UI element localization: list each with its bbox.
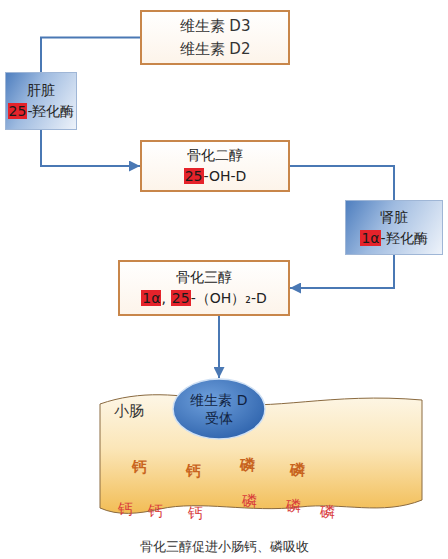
node-text: -OH-D	[204, 168, 247, 184]
node-text: 肾脏	[380, 209, 408, 225]
text-line: 25-OH-D	[184, 166, 247, 187]
text-line: 骨化三醇	[176, 267, 232, 288]
mineral-label: 磷	[242, 492, 257, 511]
highlight-text: 25	[171, 290, 191, 306]
mineral-label: 钙	[118, 500, 133, 519]
flow-connector	[290, 166, 394, 200]
flow-connector	[41, 130, 140, 166]
highlight-text: 1α	[141, 290, 161, 306]
node-text: 维生素 D 受体	[190, 392, 247, 426]
mineral-label: 磷	[240, 456, 255, 475]
mineral-label: 钙	[186, 462, 201, 481]
text-line: 肾脏	[380, 207, 408, 228]
node-text: -羟化酶	[27, 103, 74, 119]
flow-connector	[218, 316, 220, 378]
node-text: 肝脏	[27, 82, 55, 98]
node-text: -羟化酶	[381, 230, 428, 246]
node-text: 小肠	[114, 402, 144, 420]
metabolite-box: 骨化二醇 25-OH-D	[140, 140, 290, 192]
flow-connector	[290, 255, 394, 288]
highlight-text: 25	[184, 168, 204, 184]
receptor-ellipse: 维生素 D 受体	[172, 378, 266, 440]
mineral-label: 磷	[286, 497, 301, 516]
flow-connector	[41, 38, 140, 73]
node-text: 维生素 D2	[180, 40, 251, 58]
vitamin-box: 维生素 D3 维生素 D2	[140, 10, 290, 65]
figure-caption: 骨化三醇促进小肠钙、磷吸收	[0, 538, 448, 556]
mineral-label: 钙	[132, 458, 147, 477]
text-line: 肝脏	[27, 80, 55, 101]
mineral-label: 磷	[290, 461, 305, 480]
mineral-label: 钙	[148, 502, 163, 521]
text-line: 25-羟化酶	[8, 101, 75, 122]
receptor-shape	[173, 379, 265, 439]
intestine-shape	[100, 395, 422, 514]
text-line: 小肠	[114, 400, 144, 423]
node-text: 骨化三醇	[176, 269, 232, 285]
text-line: 维生素 D2	[180, 38, 251, 61]
mineral-label: 钙	[188, 504, 203, 523]
text-line: 1α, 25-（OH）₂-D	[141, 288, 266, 309]
text-line: 维生素 D3	[180, 15, 251, 38]
text-line: 1α-羟化酶	[360, 228, 427, 249]
enzyme-box: 肾脏1α-羟化酶	[345, 200, 443, 255]
mineral-label: 磷	[320, 503, 335, 522]
highlight-text: 25	[8, 103, 28, 119]
text-line: 骨化二醇	[187, 145, 243, 166]
metabolite-box: 骨化三醇 1α, 25-（OH）₂-D	[118, 260, 290, 316]
node-text: -（OH）₂-D	[191, 290, 267, 306]
ellipse-outline	[172, 378, 266, 440]
enzyme-box: 肝脏 25-羟化酶	[5, 72, 77, 130]
text-line: 维生素 D 受体	[186, 391, 252, 427]
highlight-text: 1α	[360, 230, 380, 246]
node-text: 维生素 D3	[180, 17, 251, 35]
node-text: 骨化二醇	[187, 147, 243, 163]
node-text: ,	[161, 290, 165, 306]
